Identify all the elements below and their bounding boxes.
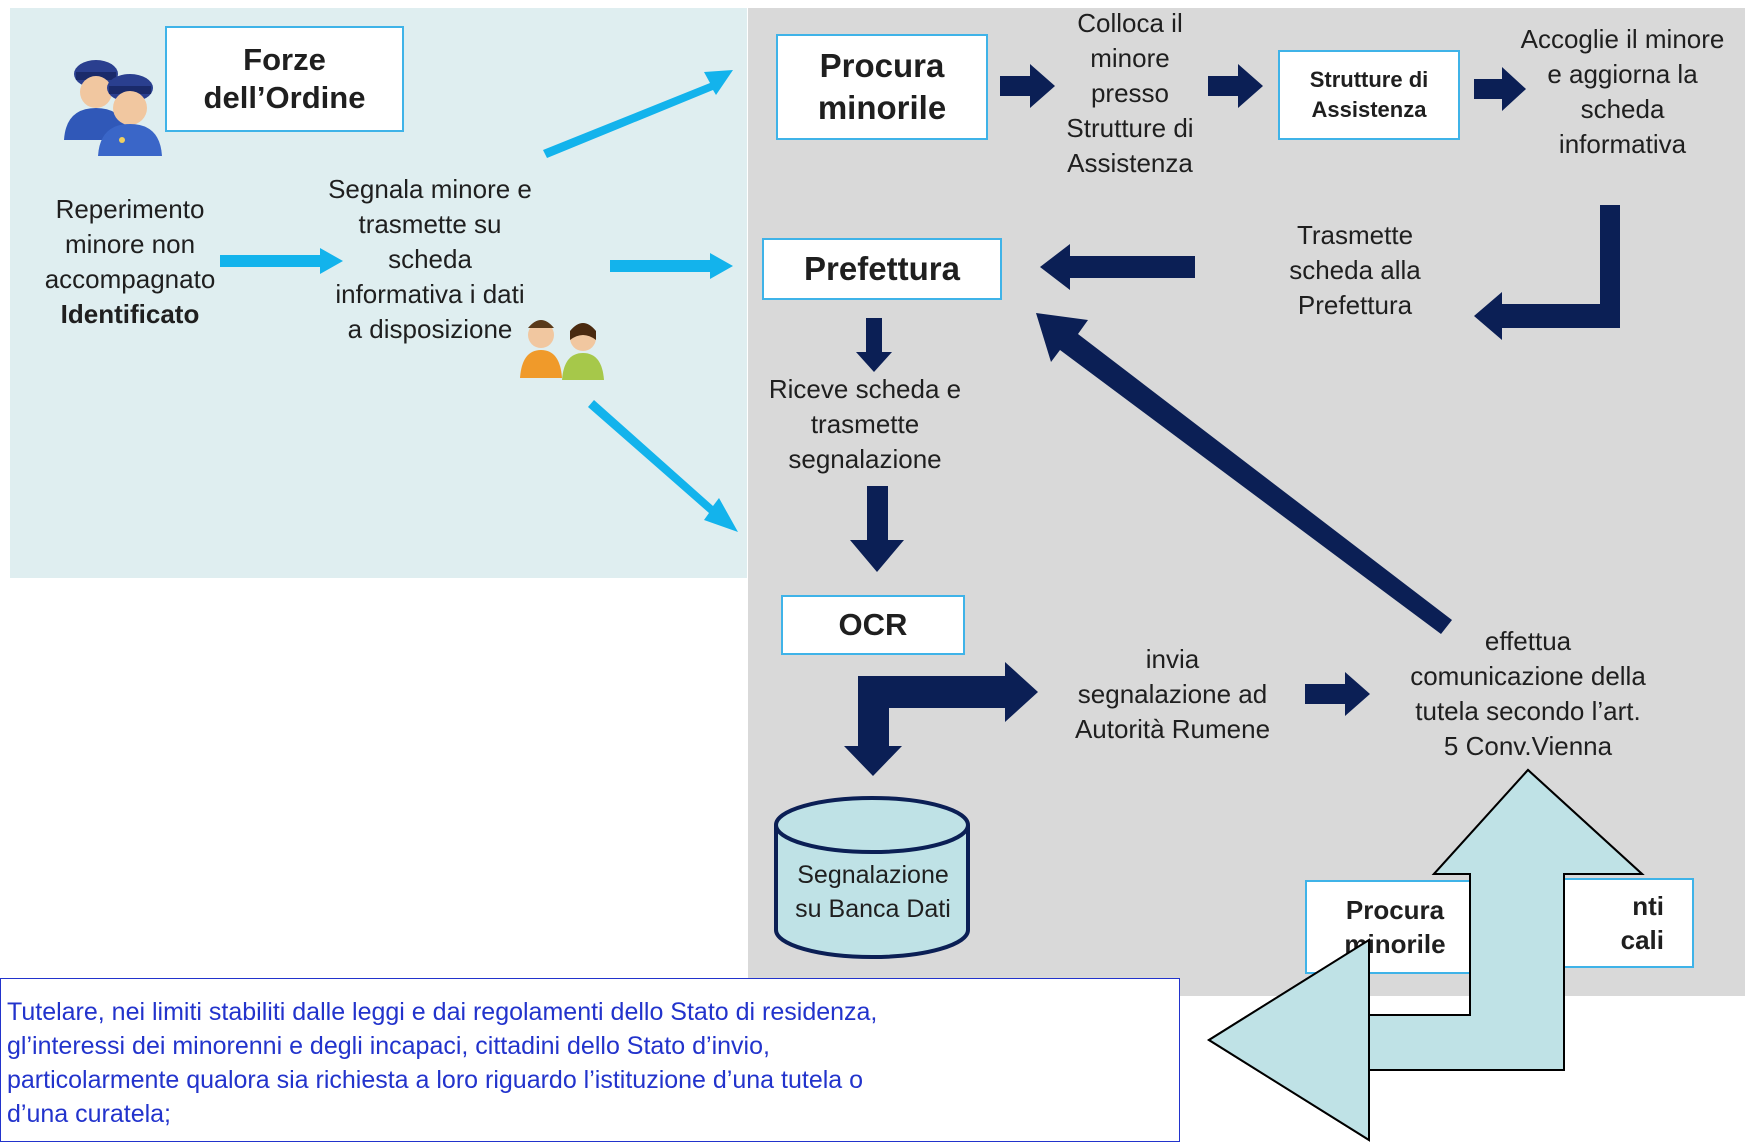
trasmette-line: scheda alla	[1289, 255, 1421, 285]
colloca-line: Assistenza	[1067, 148, 1193, 178]
arrow-colloca-to-strutture	[1208, 64, 1263, 108]
effettua-text: effettua comunicazione della tutela seco…	[1378, 624, 1678, 764]
segnala-line: scheda	[388, 244, 472, 274]
accoglie-line: informativa	[1558, 129, 1687, 159]
people-icon	[520, 320, 604, 380]
segnala-line: informativa i dati	[335, 279, 525, 309]
arrow-accoglie-to-trasmette	[1474, 205, 1620, 340]
arrow-reperimento-to-segnala	[220, 248, 343, 274]
colloca-line: Colloca il	[1077, 8, 1183, 38]
arrow-invia-to-effettua	[1305, 672, 1370, 716]
arrow-to-procura	[543, 70, 733, 158]
arrow-prefettura-down	[856, 318, 892, 372]
accoglie-line: e aggiorna la	[1547, 59, 1698, 89]
strutture-assistenza-label: Strutture di Assistenza	[1309, 67, 1429, 122]
effettua-line: 5 Conv.Vienna	[1443, 731, 1613, 761]
police-officers-icon	[64, 60, 162, 156]
reperimento-line: accompagnato	[44, 264, 216, 294]
trasmette-line: Trasmette	[1296, 220, 1414, 250]
accoglie-text: Accoglie il minore e aggiorna la scheda …	[1500, 22, 1745, 162]
segnala-line: a disposizione	[347, 314, 513, 344]
trasmette-line: Prefettura	[1297, 290, 1413, 320]
prefettura-box: Prefettura	[762, 238, 1002, 300]
invia-line: Autorità Rumene	[1074, 714, 1271, 744]
riceve-text: Riceve scheda e trasmette segnalazione	[740, 372, 990, 477]
bottom-procura-box: Procura minorile	[1305, 880, 1485, 974]
arrow-segnala-to-prefettura	[610, 253, 733, 279]
arrow-ocr-branch-right	[844, 662, 1038, 776]
colloca-text: Colloca il minore presso Strutture di As…	[1040, 6, 1220, 181]
note-line: particolarmente qualora sia richiesta a …	[7, 1066, 864, 1094]
invia-text: invia segnalazione ad Autorità Rumene	[1040, 642, 1305, 747]
arrow-procura-to-colloca	[1000, 64, 1055, 108]
procura-minorile-label: Procura minorile	[817, 47, 947, 126]
segnala-line: Segnala minore e	[328, 174, 532, 204]
arrow-effettua-to-prefettura	[1036, 313, 1452, 634]
accoglie-line: scheda	[1580, 94, 1665, 124]
invia-line: segnalazione ad	[1077, 679, 1268, 709]
accoglie-line: Accoglie il minore	[1520, 24, 1725, 54]
strutture-assistenza-box: Strutture di Assistenza	[1278, 50, 1460, 140]
database-icon	[774, 796, 970, 959]
effettua-line: comunicazione della	[1410, 661, 1646, 691]
procura-minorile-box: Procura minorile	[776, 34, 988, 140]
riceve-line: trasmette	[810, 409, 920, 439]
riceve-line: Riceve scheda e	[768, 374, 962, 404]
arrow-to-ocr	[588, 400, 738, 532]
colloca-line: Strutture di	[1066, 113, 1194, 143]
prefettura-label: Prefettura	[804, 250, 960, 287]
arrow-strutture-to-accoglie	[1474, 67, 1526, 111]
bottom-servizi-line: cali	[1620, 925, 1664, 955]
reperimento-line: Reperimento	[55, 194, 205, 224]
forze-ordine-label: Forze dell’Ordine	[203, 42, 366, 115]
ocr-label: OCR	[838, 607, 908, 642]
u-turn-arrow-icon	[1207, 768, 1645, 1142]
colloca-line: minore	[1090, 43, 1170, 73]
segnala-text: Segnala minore e trasmette su scheda inf…	[300, 172, 560, 347]
reperimento-text: Reperimento minore non accompagnato Iden…	[20, 192, 240, 332]
arrow-riceve-to-ocr	[850, 486, 904, 572]
reperimento-line-bold: Identificato	[60, 299, 200, 329]
forze-ordine-box: Forze dell’Ordine	[165, 26, 404, 132]
invia-line: invia	[1145, 644, 1200, 674]
database-line: Segnalazione	[797, 861, 949, 889]
riceve-line: segnalazione	[788, 444, 942, 474]
trasmette-text: Trasmette scheda alla Prefettura	[1245, 218, 1465, 323]
reperimento-line: minore non	[64, 229, 196, 259]
database-line: su Banca Dati	[795, 895, 951, 923]
colloca-line: presso	[1090, 78, 1170, 108]
segnala-line: trasmette su	[358, 209, 502, 239]
note-line: d’una curatela;	[7, 1100, 172, 1128]
effettua-line: effettua	[1484, 626, 1572, 656]
database-text: Segnalazione su Banca Dati	[778, 858, 968, 926]
bottom-procura-line: Procura	[1345, 895, 1445, 925]
note-line: gl’interessi dei minorenni e degli incap…	[7, 1032, 770, 1060]
effettua-line: tutela secondo l’art.	[1415, 696, 1641, 726]
ocr-box: OCR	[781, 595, 965, 655]
arrow-trasmette-to-prefettura	[1040, 244, 1195, 290]
note-line: Tutelare, nei limiti stabiliti dalle leg…	[7, 998, 878, 1026]
bottom-servizi-line: nti	[1632, 891, 1664, 921]
